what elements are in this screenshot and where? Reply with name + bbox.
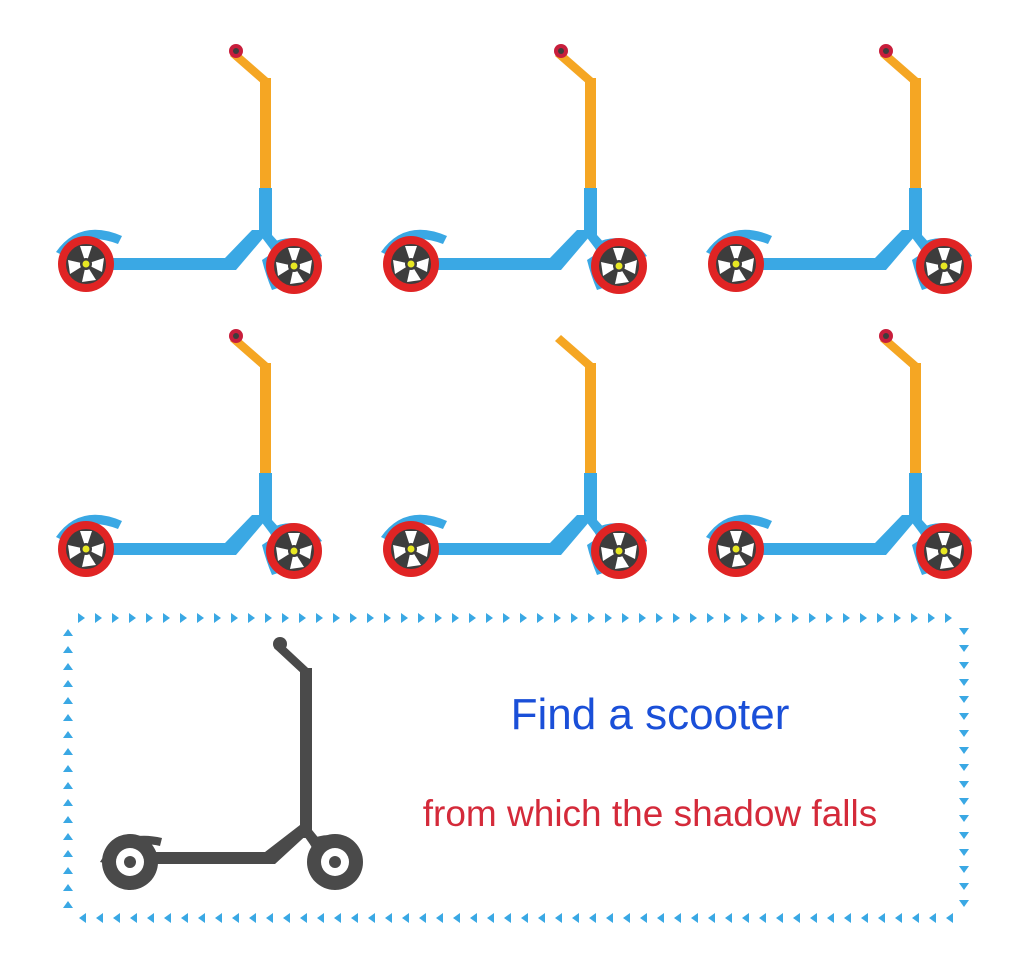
wheel-icon (591, 523, 647, 579)
wheel-icon (916, 238, 972, 294)
scooter-option-3[interactable] (690, 30, 990, 305)
puzzle-title: Find a scooter (510, 690, 790, 739)
puzzle-subtitle: from which the shadow falls (422, 793, 878, 834)
wheel-icon (383, 236, 439, 292)
scooter-option-4[interactable] (40, 315, 340, 590)
wheel-icon (591, 238, 647, 294)
wheel-icon (916, 523, 972, 579)
arrow-border (63, 613, 969, 923)
shadow-panel: Find a scooter from which the shadow fal… (60, 610, 972, 926)
scooter-option-5[interactable] (365, 315, 665, 590)
scooter-option-2[interactable] (365, 30, 665, 305)
scooter-options-grid (40, 30, 990, 590)
scooter-option-1[interactable] (40, 30, 340, 305)
wheel-icon (708, 521, 764, 577)
wheel-icon (58, 236, 114, 292)
scooter-shadow-icon (100, 637, 363, 890)
wheel-icon (383, 521, 439, 577)
wheel-icon (266, 238, 322, 294)
wheel-icon (708, 236, 764, 292)
scooter-option-6[interactable] (690, 315, 990, 590)
wheel-icon (266, 523, 322, 579)
wheel-icon (58, 521, 114, 577)
